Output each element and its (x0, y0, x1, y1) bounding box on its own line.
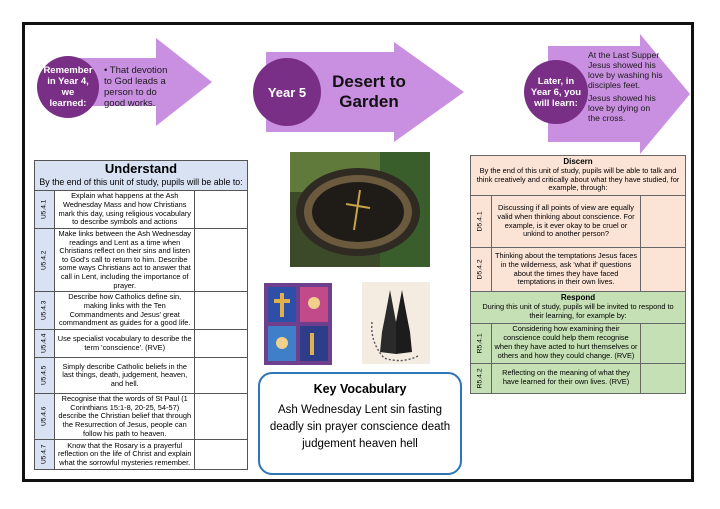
key-vocabulary-box: Key Vocabulary Ash Wednesday Lent sin fa… (258, 372, 462, 475)
year-circle: Year 5 (253, 58, 321, 126)
table-row: U5.4.1 Explain what happens at the Ash W… (33, 190, 248, 229)
table-row: U5.4.3 Describe how Catholics define sin… (33, 291, 248, 331)
later-text: At the Last Supper Jesus showed his love… (588, 50, 663, 123)
table-row: U5.4.2 Make links between the Ash Wednes… (33, 227, 248, 293)
understand-table: Understand By the end of this unit of st… (33, 160, 248, 471)
table-row: U5.4.7 Know that the Rosary is a prayerf… (33, 439, 248, 471)
table-row: U5.4.4 Use specialist vocabulary to desc… (33, 329, 248, 359)
understand-header: Understand By the end of this unit of st… (34, 160, 248, 191)
table-row: D5.4.2 Thinking about the temptations Je… (469, 247, 686, 293)
table-row: D5.4.1 Discussing if all points of view … (469, 195, 686, 249)
praying-hands-icon (362, 282, 430, 364)
ash-bowl-image (290, 152, 430, 267)
page-frame (22, 22, 694, 482)
discern-header: Discern By the end of this unit of study… (470, 154, 686, 197)
middle-arrow (266, 42, 464, 142)
table-row: R5.4.2 Reflecting on the meaning of what… (469, 362, 686, 394)
remember-circle: Remember in Year 4, we learned: (37, 56, 99, 118)
discern-respond-table: Discern By the end of this unit of study… (469, 154, 686, 394)
stations-of-cross-image (264, 283, 332, 365)
table-row: R5.4.1 Considering how examining their c… (469, 322, 686, 364)
right-arrow (548, 34, 690, 154)
left-arrow (60, 38, 212, 126)
remember-text: • That devotion to God leads a person to… (104, 65, 168, 109)
table-row: U5.4.6 Recognise that the words of St Pa… (33, 393, 248, 441)
respond-header: Respond During this unit of study, pupil… (470, 291, 686, 324)
table-row: U5.4.5 Simply describe Catholic beliefs … (33, 357, 248, 395)
later-circle: Later, in Year 6, you will learn: (524, 60, 588, 124)
unit-title: Desert to Garden (332, 72, 406, 111)
